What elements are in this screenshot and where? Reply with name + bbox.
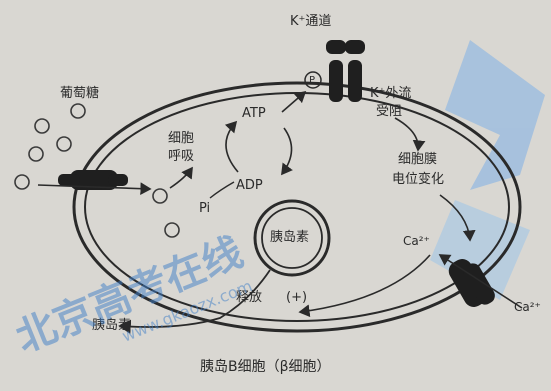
k-outflow-label-line2: 受阻 — [376, 104, 403, 119]
promote-label: (+) — [286, 290, 308, 305]
insulin-vesicle-inner — [261, 207, 323, 269]
adp-label: ADP — [236, 178, 263, 193]
cell-membrane-outer — [72, 81, 522, 333]
glucose-inside-2 — [164, 222, 180, 238]
watermark-logo — [430, 40, 545, 300]
phosphate-group-circle — [304, 71, 322, 89]
atp-to-phosphate-arrow — [281, 90, 307, 113]
insulin-vesicle-outer — [253, 199, 331, 277]
ca-inside-label: Ca²⁺ — [403, 234, 430, 248]
insulin-secreted-label: 胰岛素 — [92, 318, 132, 333]
glucose-molecules — [14, 103, 86, 190]
k-outflow-label-line1: K⁺外流 — [370, 86, 412, 101]
release-label: 释放 — [236, 290, 263, 305]
cell-respiration-label-line2: 呼吸 — [168, 149, 195, 164]
atp-label: ATP — [242, 106, 266, 121]
glucose-inside-1 — [152, 188, 168, 204]
ca-channel — [448, 259, 495, 307]
adp-to-atp-arrow — [224, 120, 239, 173]
k-block-to-potential-arrow — [394, 117, 426, 152]
insulin-release-arrow — [118, 269, 271, 334]
pi-to-cycle-arrow — [209, 181, 235, 199]
pi-label: Pi — [199, 201, 211, 216]
glucose-to-respiration-arrow — [169, 166, 193, 189]
atp-to-adp-arrow — [281, 127, 293, 176]
phosphate-label: P — [309, 75, 316, 86]
k-channel-label: K⁺通道 — [290, 14, 332, 29]
potential-to-ca-arrow — [439, 194, 476, 242]
ca-influx-arrow — [438, 254, 523, 309]
ca-outside-label: Ca²⁺ — [514, 300, 541, 314]
insulin-vesicle-label: 胰岛素 — [270, 230, 310, 245]
ca-to-release-arrow — [298, 254, 431, 318]
k-channel — [326, 40, 365, 102]
glucose-entry-arrow — [37, 182, 152, 196]
glucose-transporter — [58, 170, 128, 190]
glucose-label: 葡萄糖 — [60, 86, 100, 101]
cell-respiration-label-line1: 细胞 — [168, 131, 195, 146]
membrane-potential-label-line2: 电位变化 — [392, 172, 445, 187]
diagram-caption: 胰岛B细胞（β细胞） — [200, 359, 331, 375]
membrane-potential-label-line1: 细胞膜 — [398, 152, 438, 167]
